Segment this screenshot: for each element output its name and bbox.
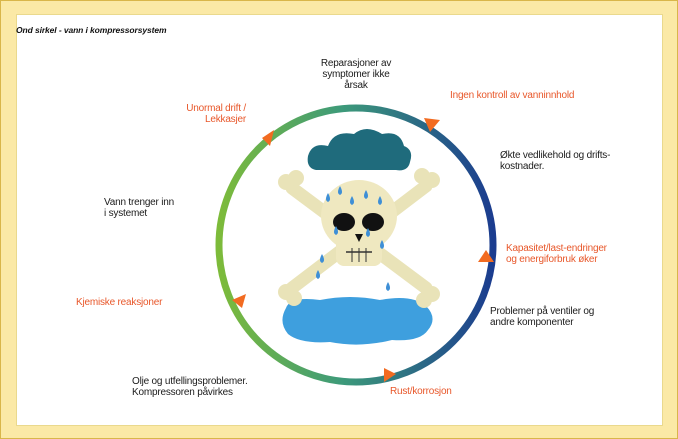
label-problemer: Problemer på ventiler og andre komponent… <box>490 306 594 328</box>
label-ingen-kontroll: Ingen kontroll av vanninnhold <box>450 90 574 101</box>
label-kapasitet: Kapasitet/last-endringer og energiforbru… <box>506 243 607 265</box>
label-rust: Rust/korrosjon <box>390 386 452 397</box>
label-unormal: Unormal drift / Lekkasjer <box>150 103 246 125</box>
label-olje: Olje og utfellingsproblemer. Kompressore… <box>132 376 248 398</box>
water-puddle-icon <box>282 297 432 345</box>
label-vann-trenger: Vann trenger inn i systemet <box>104 197 174 219</box>
skull-crossbones-icon <box>278 168 440 308</box>
label-kjemiske: Kjemiske reaksjoner <box>76 297 162 308</box>
label-okte-vedlikehold: Økte vedlikehold og drifts- kostnader. <box>500 150 610 172</box>
cloud-icon <box>308 129 411 170</box>
label-reparasjoner: Reparasjoner av symptomer ikke årsak <box>296 58 416 91</box>
